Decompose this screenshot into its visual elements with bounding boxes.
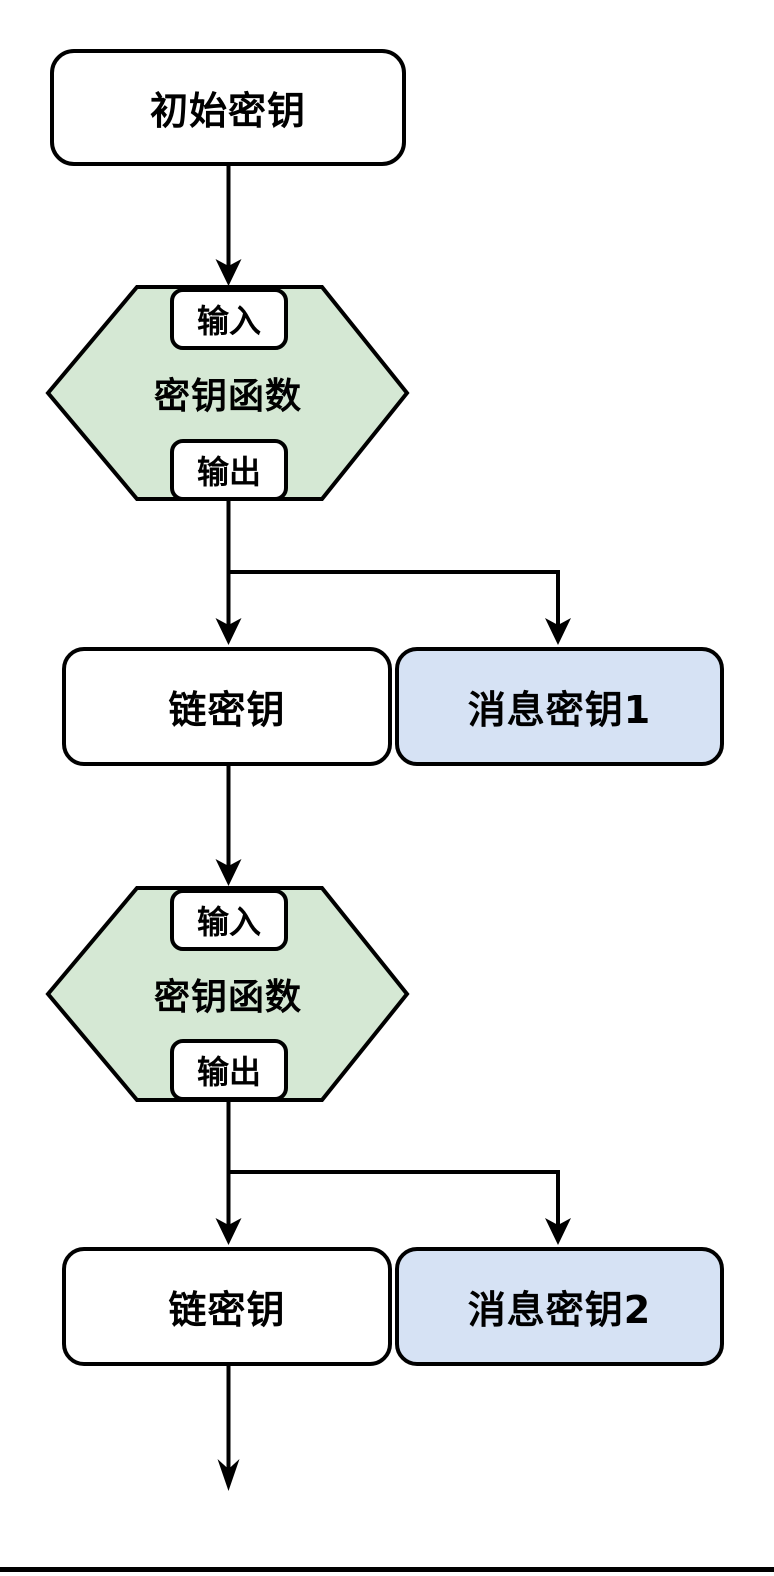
message-key-2-node: 消息密钥2 — [395, 1247, 724, 1366]
kdf1-label: 密钥函数 — [98, 371, 358, 417]
kdf1-input-label: 输入 — [196, 302, 261, 340]
kdf2-label: 密钥函数 — [98, 972, 358, 1018]
kdf1-input-badge: 输入 — [170, 288, 288, 350]
kdf2-output-badge: 输出 — [170, 1039, 288, 1101]
kdf1-output-label: 输出 — [196, 453, 261, 491]
kdf2-input-label: 输入 — [196, 903, 261, 941]
kdf1-output-badge: 输出 — [170, 439, 288, 501]
initial-key-node: 初始密钥 — [50, 49, 406, 166]
message-key-2-label: 消息密钥2 — [467, 1288, 652, 1332]
kdf2-output-label: 输出 — [196, 1053, 261, 1091]
kdf1-label-text: 密钥函数 — [153, 376, 302, 417]
arrowhead-kdf1-to-messagekey1-icon — [545, 618, 571, 645]
initial-key-label: 初始密钥 — [149, 89, 306, 133]
arrowhead-initial-to-kdf1-icon — [215, 259, 242, 286]
message-key-1-label: 消息密钥1 — [467, 688, 652, 732]
arrowhead-chainkey2-continue-icon — [217, 1459, 240, 1491]
connector-kdf1-to-messagekey1 — [228, 570, 560, 627]
chain-key-1-node: 链密钥 — [62, 647, 392, 766]
arrowhead-kdf2-to-messagekey2-icon — [545, 1218, 571, 1245]
connector-kdf2-to-messagekey2 — [228, 1170, 560, 1227]
kdf2-label-text: 密钥函数 — [153, 977, 302, 1018]
arrowhead-kdf2-to-chainkey2-icon — [215, 1218, 242, 1245]
arrowhead-chainkey1-to-kdf2-icon — [215, 859, 242, 886]
chain-key-2-label: 链密钥 — [168, 1288, 286, 1332]
kdf2-input-badge: 输入 — [170, 889, 288, 951]
chain-key-1-label: 链密钥 — [168, 688, 286, 732]
chain-key-2-node: 链密钥 — [62, 1247, 392, 1366]
kdf1-hexagon — [45, 285, 410, 501]
kdf2-hexagon — [45, 886, 410, 1102]
arrowhead-kdf1-to-chainkey1-icon — [215, 618, 242, 645]
message-key-1-node: 消息密钥1 — [395, 647, 724, 766]
bottom-border-line — [0, 1567, 774, 1572]
